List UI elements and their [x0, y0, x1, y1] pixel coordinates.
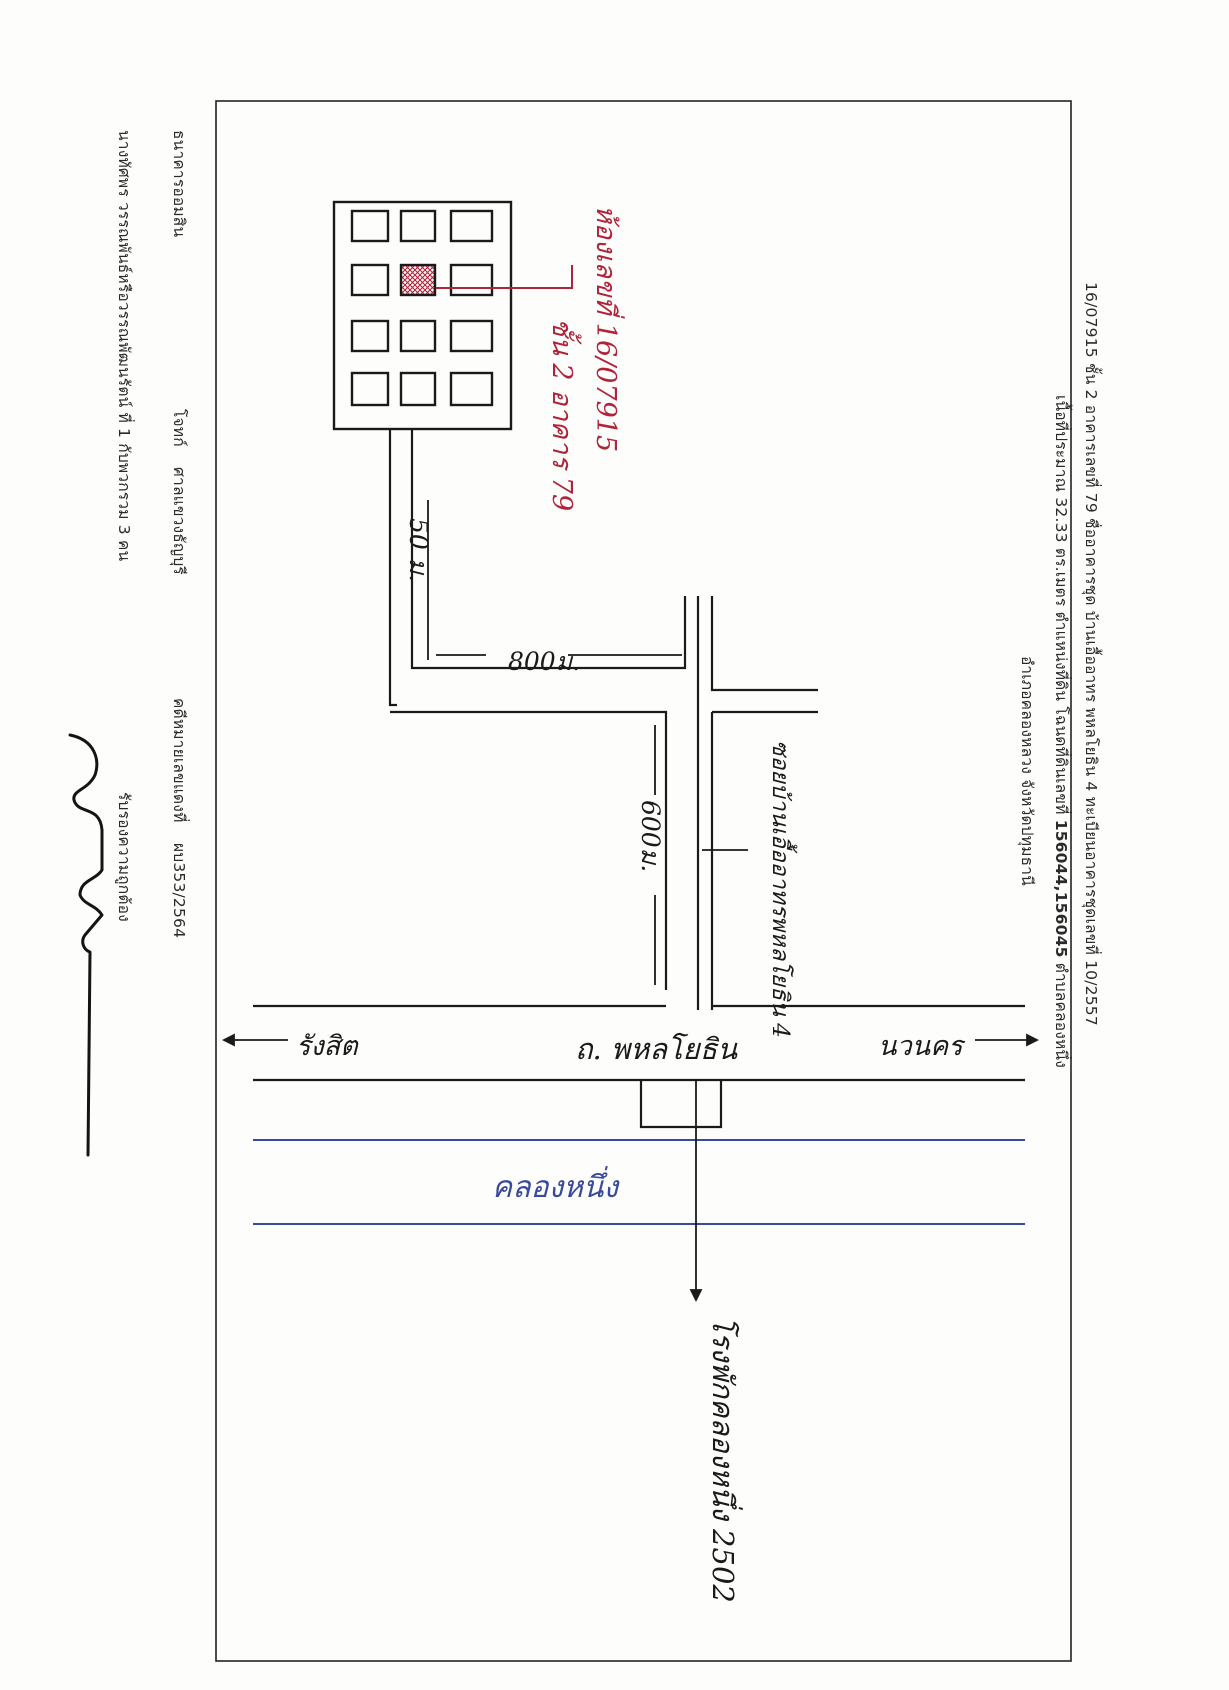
arrow-to-landmark [689, 1080, 703, 1303]
signature [68, 733, 104, 1157]
target-unit-marker [399, 263, 437, 297]
unit-floor-label: ชั้น 2 อาคาร 79 [546, 318, 577, 512]
main-road-label: ถ. พหลโยธิน [575, 1032, 738, 1066]
arrow-left-to-rangsit [221, 1033, 288, 1047]
distance-mid-label: 600ม. [636, 800, 665, 873]
arrow-right-to-navanakorn [975, 1033, 1040, 1047]
unit-leader-line [436, 265, 573, 289]
map-frame [215, 100, 1072, 1662]
canal-label: คลองหนึ่ง [492, 1170, 619, 1205]
soi-label: ซอยบ้านเอื้ออาทรพหลโยธิน 4 [767, 740, 793, 1038]
distance-building-label: 50 ม. [404, 518, 433, 583]
access-lane [388, 429, 687, 990]
main-road [253, 1004, 1025, 1082]
soi-road [710, 596, 818, 1010]
canal [253, 1139, 1025, 1225]
canal-bridge [639, 1080, 723, 1129]
unit-label: ห้องเลขที่ 16/07915 [590, 205, 621, 453]
right-direction-label: นวนคร [878, 1031, 963, 1062]
left-direction-label: รังสิต [296, 1031, 358, 1062]
landmark-label: โรงพักคลองหนึ่ง 2502 [706, 1316, 740, 1603]
distance-top-label: 800ม. [508, 647, 581, 676]
building-block [332, 200, 513, 431]
